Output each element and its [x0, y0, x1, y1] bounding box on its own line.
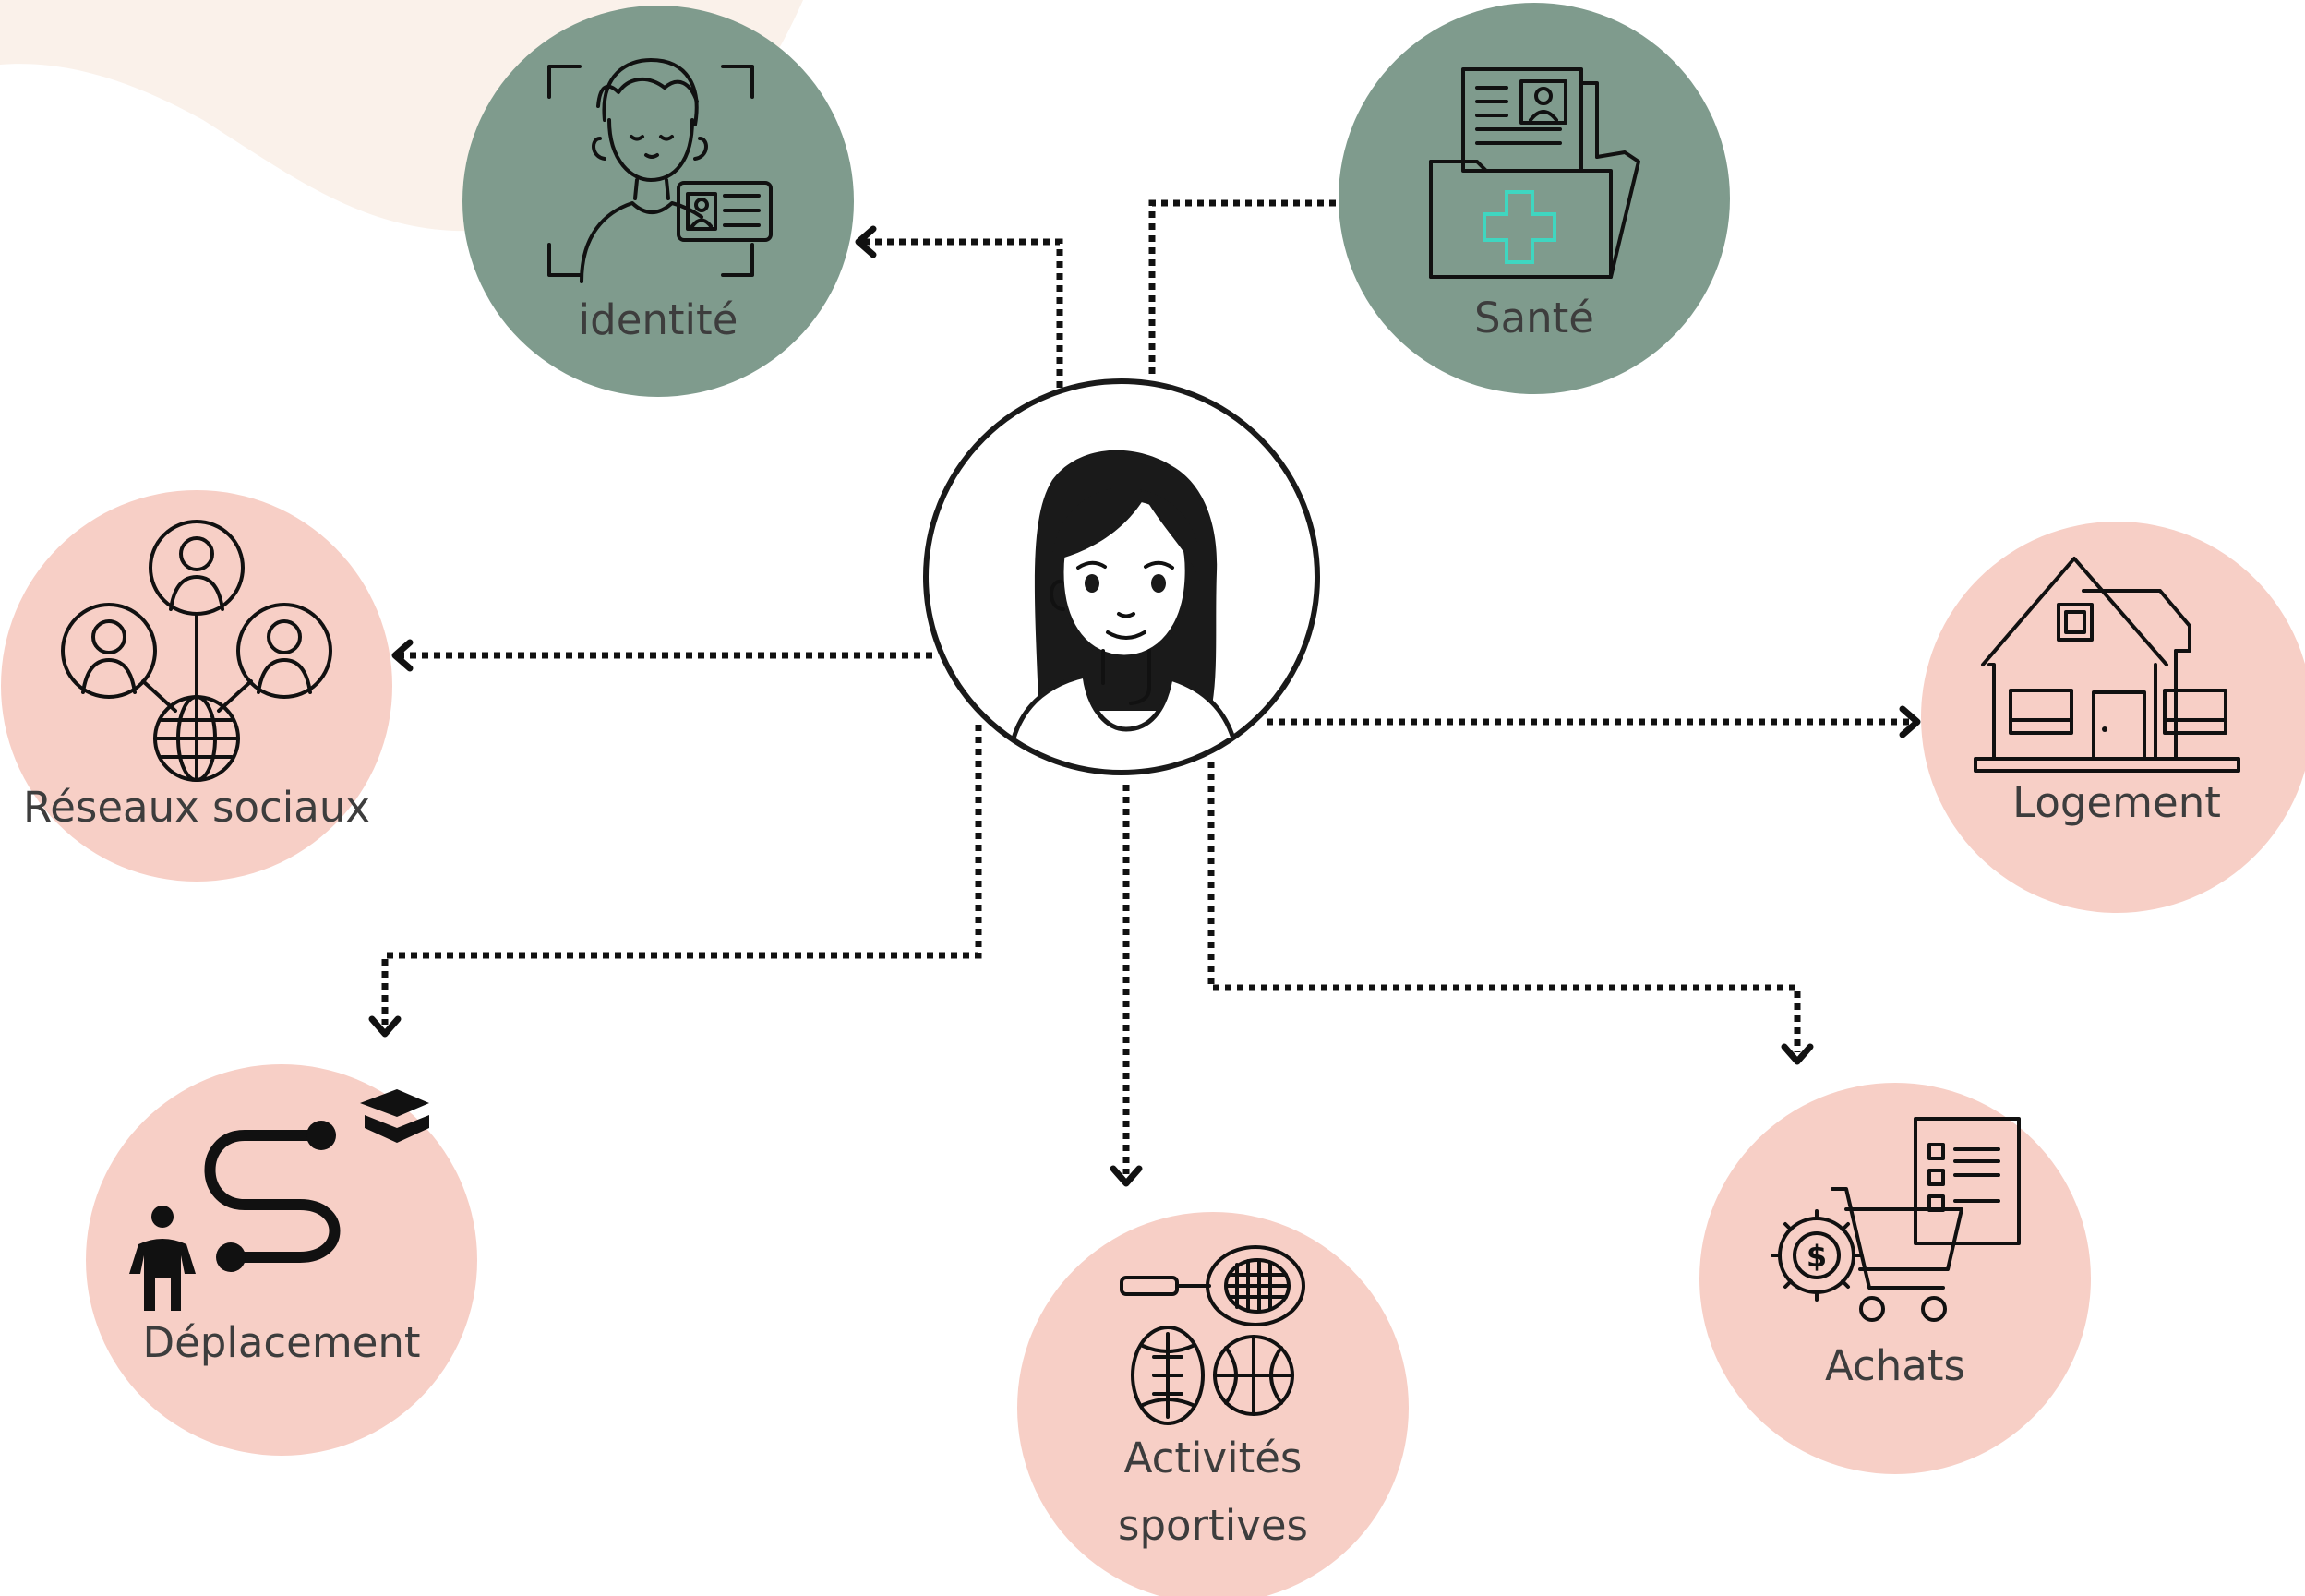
node-activites: Activités sportives [1017, 1212, 1409, 1596]
label-sante: Santé [1474, 294, 1594, 342]
connector-reseaux [391, 639, 932, 672]
node-logement: Logement [1921, 522, 2305, 913]
connector-achats [1207, 762, 1814, 1065]
label-activites-line2: sportives [1118, 1501, 1308, 1550]
connector-activites [1110, 785, 1143, 1187]
label-activites-line1: Activités [1124, 1434, 1303, 1482]
shopping-cart-icon: $ [1771, 1117, 2021, 1322]
connector-sante [1148, 186, 1363, 374]
center-avatar [923, 378, 1320, 775]
node-reseaux: Réseaux sociaux [1, 490, 392, 882]
node-deplacement: Déplacement [86, 1064, 477, 1456]
label-logement: Logement [2012, 778, 2221, 827]
house-icon [1974, 557, 2240, 773]
label-achats: Achats [1825, 1341, 1965, 1390]
label-reseaux: Réseaux sociaux [23, 783, 370, 832]
connector-deplacement [368, 725, 982, 1038]
node-achats: $ Achats [1699, 1083, 2091, 1474]
route-path-icon [129, 1089, 429, 1311]
connector-logement [1267, 705, 1921, 738]
node-identite: identité [462, 6, 854, 397]
id-card-person-icon [547, 58, 773, 283]
woman-avatar-icon [1011, 450, 1236, 739]
label-identite: identité [579, 295, 738, 344]
svg-text:$: $ [1807, 1239, 1827, 1274]
social-network-icon [61, 520, 332, 782]
medical-folder-icon [1429, 67, 1640, 279]
connector-identite [855, 225, 1063, 388]
node-sante: Santé [1339, 3, 1730, 394]
label-deplacement: Déplacement [142, 1318, 420, 1367]
sports-balls-icon [1120, 1245, 1305, 1425]
